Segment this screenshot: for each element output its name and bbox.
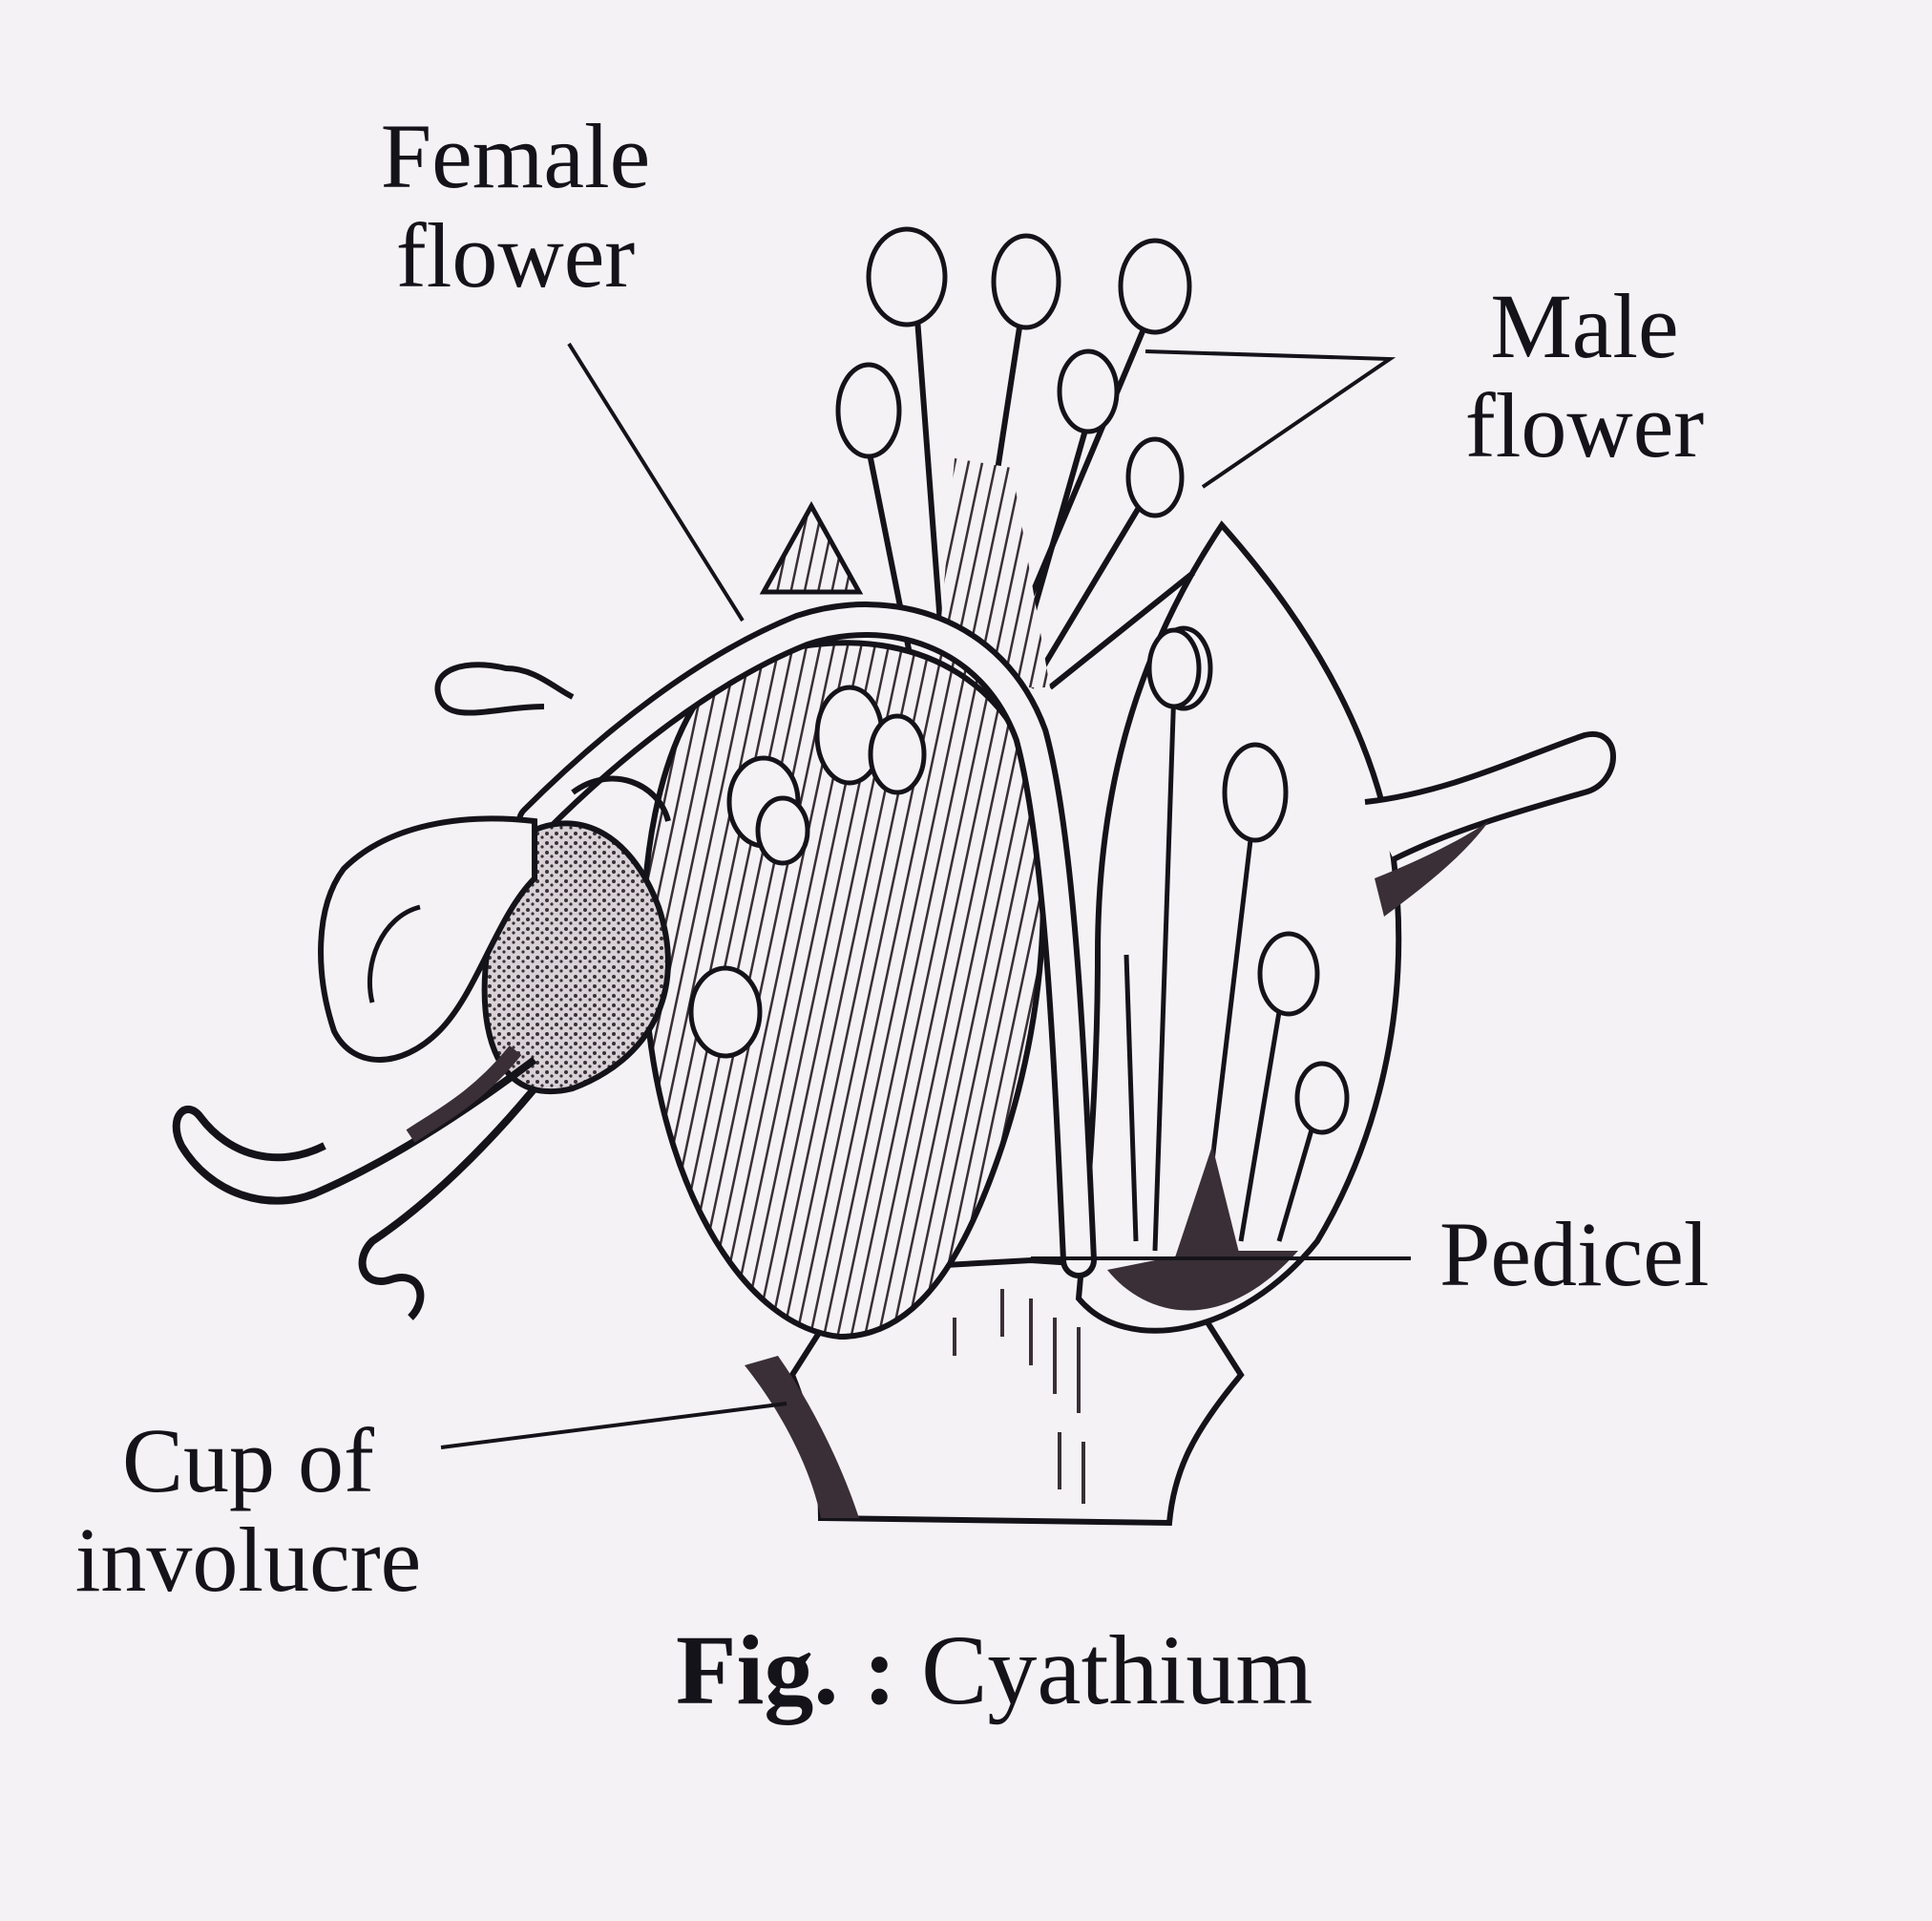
figure-caption: Fig. : Cyathium <box>676 1614 1312 1727</box>
leader-lines <box>440 342 1411 1449</box>
label-cup-of-involucre-line1: Cup of <box>122 1409 374 1511</box>
leader-cup-of-involucre <box>440 1402 788 1449</box>
leader-male-flower <box>1144 349 1396 489</box>
label-pedicel-text: Pedicel <box>1439 1203 1710 1305</box>
caption-title: Cyathium <box>921 1615 1313 1725</box>
caption-prefix: Fig. : <box>676 1615 897 1725</box>
label-male-flower-line1: Male <box>1490 275 1679 377</box>
label-cup-of-involucre-line2: involucre <box>74 1508 422 1611</box>
label-male-flower-line2: flower <box>1464 373 1705 476</box>
leader-female-flower <box>567 342 745 623</box>
label-female-flower-line1: Female <box>380 105 651 207</box>
label-female-flower-line2: flower <box>395 203 636 306</box>
right-involucre-lobe <box>1075 520 1616 1334</box>
label-pedicel: Pedicel <box>1439 1205 1710 1304</box>
label-female-flower: Female flower <box>325 107 706 305</box>
left-involucre-lobe <box>640 640 1046 1340</box>
label-male-flower: Male flower <box>1403 277 1766 475</box>
female-flower <box>172 602 1097 1320</box>
label-cup-of-involucre: Cup of involucre <box>29 1411 468 1609</box>
